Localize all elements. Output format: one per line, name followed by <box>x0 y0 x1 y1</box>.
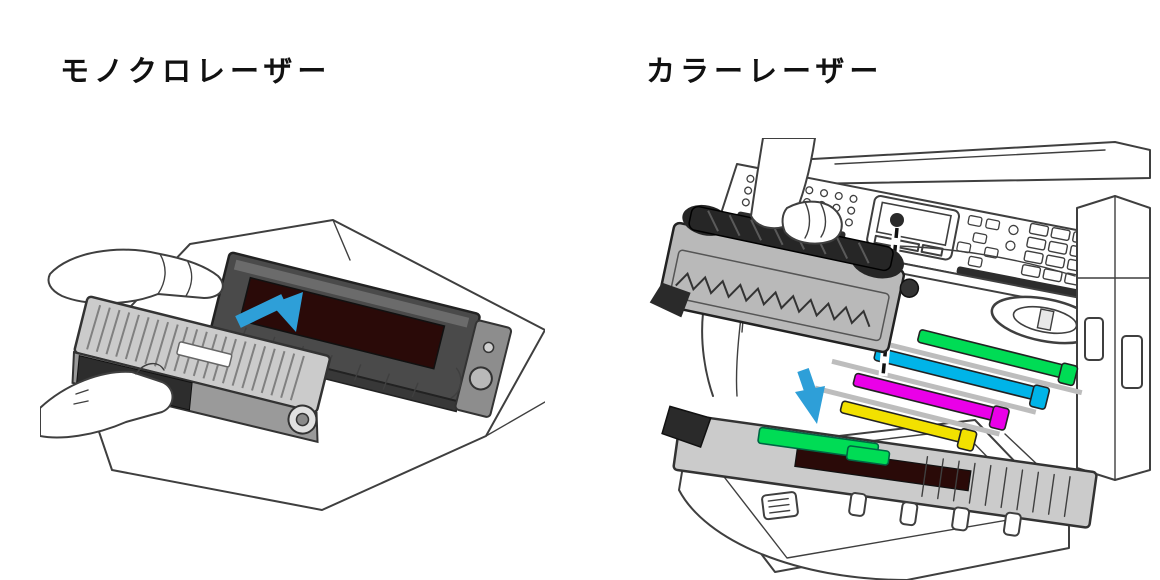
mono-title: モノクロレーザー <box>60 54 332 88</box>
color-title: カラーレーザー <box>646 54 884 88</box>
cartridge-label <box>176 341 233 368</box>
left-hand <box>40 363 174 439</box>
insert-arrow-icon <box>795 368 825 424</box>
toner-handle-yellow <box>839 400 978 452</box>
right-hand <box>47 248 224 305</box>
lcd-display <box>866 195 961 261</box>
toner-handle-green <box>917 329 1079 387</box>
drawer-handle-green <box>757 426 891 466</box>
holding-hand <box>750 138 843 245</box>
toner-handle-magenta <box>852 372 1010 431</box>
drum-drawer <box>661 405 1098 537</box>
insert-arrow-icon <box>235 292 303 332</box>
belt-unit-zigzag <box>675 271 871 328</box>
mono-laser-illustration <box>40 219 545 511</box>
adf-top <box>794 141 1151 185</box>
side-panel <box>1076 195 1151 481</box>
color-laser-illustration <box>649 138 1151 580</box>
navigation-keys <box>956 214 1019 268</box>
door-handle <box>761 491 799 521</box>
toner-handle-cyan <box>873 347 1051 410</box>
